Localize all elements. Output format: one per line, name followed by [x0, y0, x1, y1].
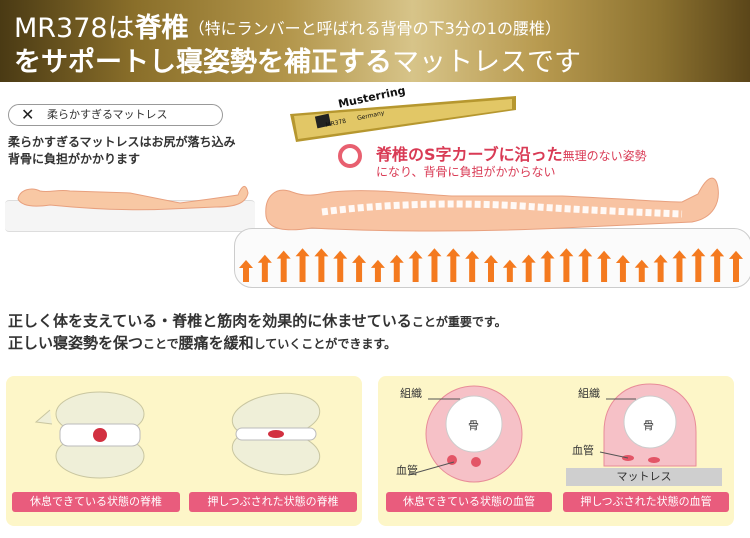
crushed-spine-illustration — [231, 392, 321, 476]
support-arrow — [615, 255, 630, 282]
mattress-label: マットレス — [566, 468, 722, 486]
header-line-2: をサポートし寝姿勢を補正するマットレスです — [14, 40, 581, 79]
statement-bold-1: 正しく体を支えている・脊椎と筋肉を効果的に休ませている — [8, 312, 412, 330]
vessel-label-1: 血管 — [396, 464, 418, 477]
good-posture-line-2: になり、背骨に負担がかからない — [376, 165, 556, 179]
soft-desc-line-2: 背骨に負担がかかります — [8, 152, 141, 166]
support-arrow — [465, 250, 480, 282]
sagging-body-illustration — [17, 186, 249, 211]
header-mattress: マットレスです — [392, 47, 581, 78]
header-note: （特にランバーと呼ばれる背骨の下3分の1の腰椎） — [188, 19, 561, 38]
soft-desc-line-1: 柔らかすぎるマットレスはお尻が落ち込み — [8, 135, 236, 149]
support-arrow — [634, 259, 649, 282]
support-arrow — [710, 248, 725, 282]
support-arrow — [729, 250, 743, 282]
support-arrow — [521, 254, 536, 282]
soft-mattress-description: 柔らかすぎるマットレスはお尻が落ち込み 背骨に負担がかかります — [8, 134, 236, 168]
support-arrow — [276, 250, 291, 282]
good-posture-bold: 脊椎のS字カーブに沿った — [376, 145, 563, 164]
header-correct: 寝姿勢を補正する — [176, 47, 392, 78]
support-arrow — [427, 248, 442, 282]
statement-keep-posture: 正しい寝姿勢を保つ — [8, 334, 144, 352]
label-resting-spine: 休息できている状態の脊椎 — [12, 492, 180, 512]
label-crushed-vessel: 押しつぶされた状態の血管 — [563, 492, 729, 512]
brand-tag — [290, 96, 516, 142]
statement-rest-1: ことが重要です。 — [411, 315, 507, 329]
support-arrow — [672, 250, 687, 282]
support-arrow — [389, 254, 404, 282]
resting-spine-illustration — [34, 391, 145, 479]
support-arrow — [540, 250, 555, 282]
support-arrow — [653, 254, 668, 282]
soft-mattress-badge: ✕ 柔らかすぎるマットレス — [8, 104, 223, 126]
header-spine: 脊椎 — [134, 13, 189, 44]
tissue-label-1: 組織 — [400, 387, 422, 400]
support-arrow — [578, 248, 593, 282]
label-crushed-spine: 押しつぶされた状態の脊椎 — [189, 492, 357, 512]
statement-relieve: 腰痛を緩和 — [178, 334, 254, 352]
soft-mattress-title: 柔らかすぎるマットレス — [47, 108, 168, 121]
support-arrow — [502, 259, 517, 282]
cross-icon: ✕ — [21, 105, 35, 124]
statement-by: ことで — [143, 337, 179, 351]
header-line-1: MR378は脊椎（特にランバーと呼ばれる背骨の下3分の1の腰椎） — [14, 6, 561, 45]
statement-line-2: 正しい寝姿勢を保つことで腰痛を緩和していくことができます。 — [8, 332, 396, 353]
header-support: をサポートし — [14, 47, 176, 78]
support-arrow — [333, 250, 348, 282]
support-arrow — [597, 250, 612, 282]
tissue-label-2: 組織 — [578, 387, 600, 400]
label-resting-vessel: 休息できている状態の血管 — [386, 492, 552, 512]
vessel-label-2: 血管 — [572, 444, 594, 457]
bone-label-2: 骨 — [643, 419, 654, 432]
support-arrow — [239, 260, 253, 282]
support-arrow — [559, 248, 574, 282]
header-banner: MR378は脊椎（特にランバーと呼ばれる背骨の下3分の1の腰椎） をサポートし寝… — [0, 0, 750, 82]
bone-label-1: 骨 — [468, 419, 479, 432]
supported-body-illustration — [265, 177, 719, 232]
support-arrow — [408, 250, 423, 282]
statement-end: していくことができます。 — [253, 337, 397, 351]
support-arrow — [257, 254, 272, 282]
support-arrow — [370, 259, 385, 282]
resting-vessel-illustration — [425, 385, 523, 483]
good-posture-line-1: 脊椎のS字カーブに沿った無理のない姿勢 — [376, 141, 647, 165]
support-arrow — [446, 248, 461, 282]
support-arrow — [484, 254, 498, 282]
support-arrows — [239, 248, 743, 282]
support-arrow — [352, 254, 367, 282]
circle-check-icon — [338, 144, 362, 168]
good-posture-rest: 無理のない姿勢 — [562, 149, 647, 163]
statement-line-1: 正しく体を支えている・脊椎と筋肉を効果的に休ませていることが重要です。 — [8, 310, 507, 331]
support-arrow — [314, 248, 329, 282]
header-model: MR378は — [14, 13, 135, 44]
support-arrow — [691, 248, 706, 282]
support-arrow — [295, 248, 310, 282]
